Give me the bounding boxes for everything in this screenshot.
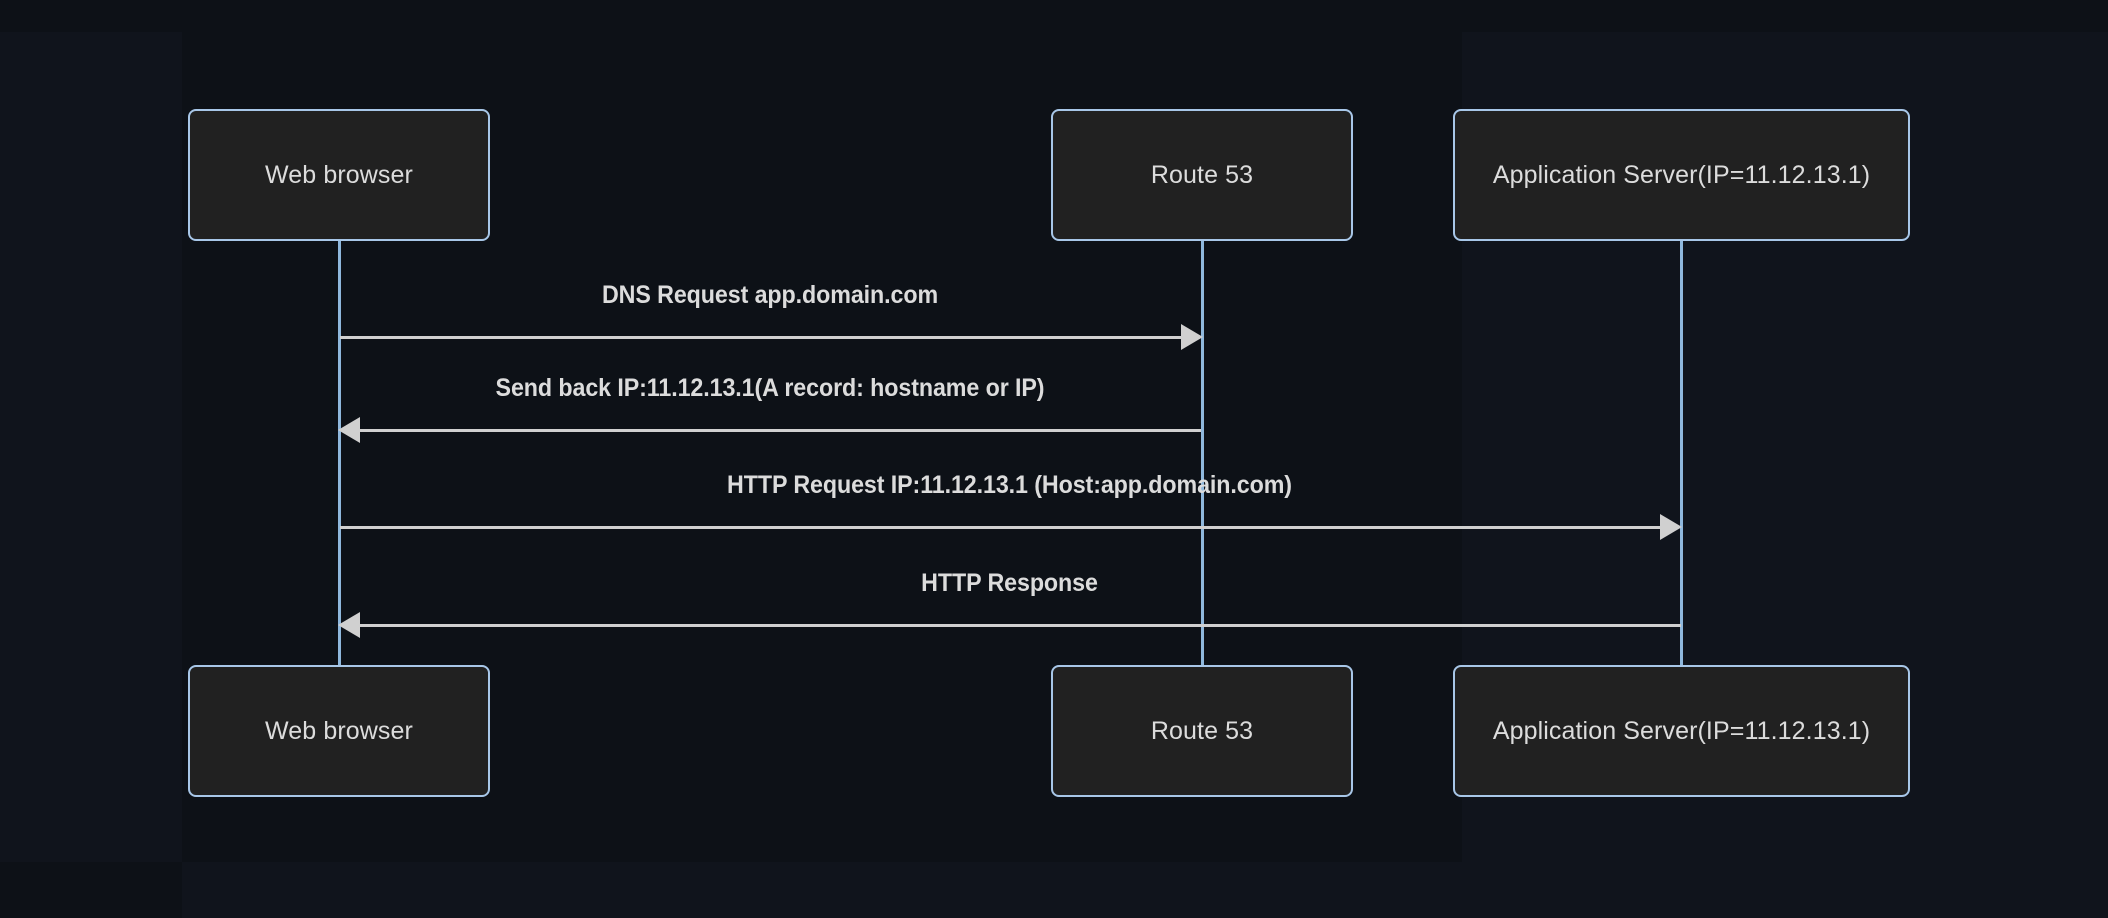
participant-box-route53-top[interactable]: Route 53 [1051,109,1353,241]
lifeline-browser [338,241,341,667]
lifeline-appserver [1680,241,1683,667]
background-panel-left [0,32,182,862]
lifeline-route53 [1201,241,1204,667]
message-label-4: HTTP Response [921,569,1098,597]
participant-box-appserver-top[interactable]: Application Server(IP=11.12.13.1) [1453,109,1910,241]
message-arrowhead-1 [1181,324,1203,350]
participant-box-browser-bottom[interactable]: Web browser [188,665,490,797]
participant-box-route53-bottom[interactable]: Route 53 [1051,665,1353,797]
message-label-3: HTTP Request IP:11.12.13.1 (Host:app.dom… [727,471,1292,499]
message-line-4 [360,624,1681,627]
message-arrowhead-3 [1660,514,1682,540]
participant-box-appserver-bottom[interactable]: Application Server(IP=11.12.13.1) [1453,665,1910,797]
participant-label-browser-bottom: Web browser [265,716,413,745]
message-line-2 [360,429,1201,432]
participant-label-browser-top: Web browser [265,160,413,189]
message-label-2: Send back IP:11.12.13.1(A record: hostna… [495,374,1045,402]
message-arrowhead-2 [338,417,360,443]
participant-label-appserver-bottom: Application Server(IP=11.12.13.1) [1492,716,1871,745]
participant-label-route53-top: Route 53 [1150,160,1254,189]
message-line-3 [340,526,1660,529]
message-label-1: DNS Request app.domain.com [601,281,939,309]
participant-box-browser-top[interactable]: Web browser [188,109,490,241]
participant-label-appserver-top: Application Server(IP=11.12.13.1) [1492,160,1871,189]
participant-label-route53-bottom: Route 53 [1150,716,1254,745]
message-line-1 [340,336,1181,339]
message-arrowhead-4 [338,612,360,638]
background-panel-bottom [182,862,2108,918]
